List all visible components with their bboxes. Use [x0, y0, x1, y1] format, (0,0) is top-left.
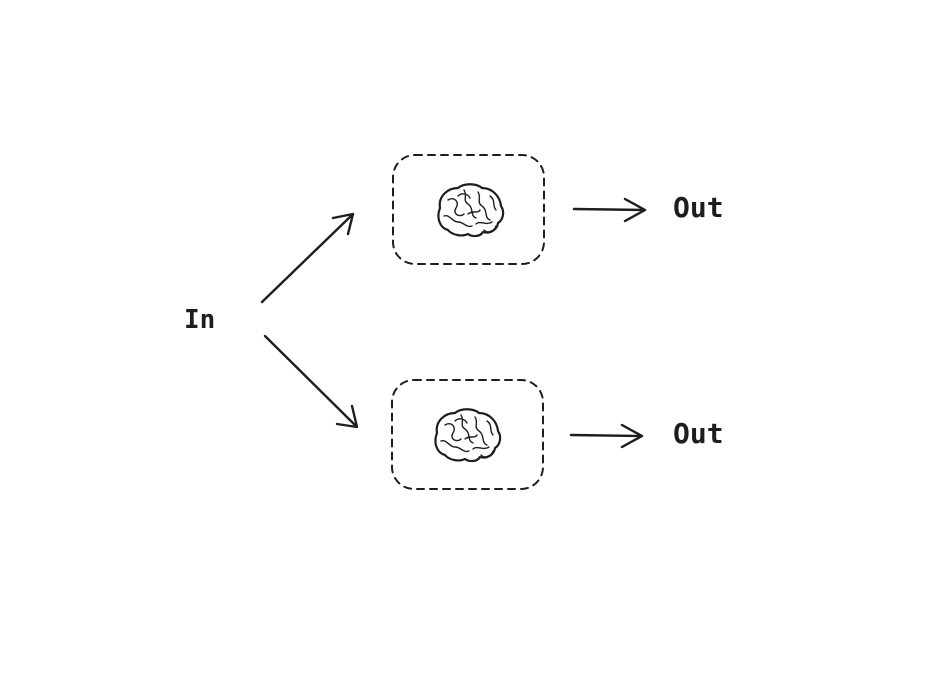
bottom-model-box: [391, 379, 544, 490]
arrow-top-box-to-out: [572, 197, 647, 223]
top-output-label: Out: [673, 191, 724, 224]
arrow-bottom-box-to-out: [569, 423, 644, 449]
input-label: In: [184, 305, 215, 335]
top-model-box: [392, 154, 545, 265]
arrow-in-to-bottom-box: [263, 334, 359, 429]
bottom-output-label: Out: [673, 417, 724, 450]
arrow-in-to-top-box: [260, 212, 355, 304]
brain-icon: [434, 408, 502, 463]
brain-icon: [437, 183, 505, 238]
